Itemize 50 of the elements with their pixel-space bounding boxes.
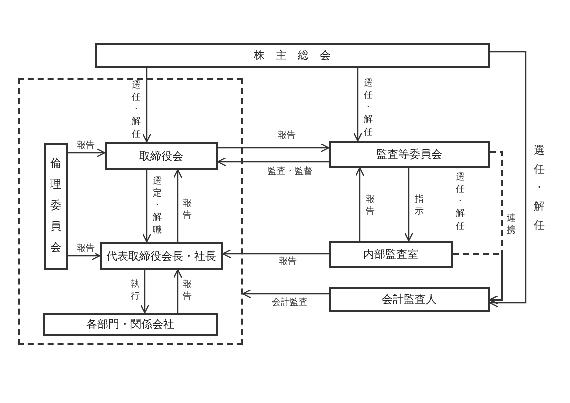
board-box	[105, 142, 218, 170]
edge-label: 選定・解職	[153, 176, 162, 237]
arrow	[142, 68, 152, 143]
edge-label: 報告	[77, 142, 95, 152]
arrow	[68, 148, 106, 158]
edge-label: 報告	[279, 258, 297, 268]
node-title: 監査等委員会	[376, 147, 442, 162]
edge-label: 監査・監督	[268, 168, 313, 178]
edge-label: 指示	[415, 194, 424, 218]
dashed-group-frame	[18, 78, 243, 345]
arrow	[218, 143, 330, 153]
arrow	[489, 51, 527, 308]
arrow	[140, 270, 150, 314]
node-title: 代表取締役会長・社長	[106, 248, 216, 264]
note-label: 選任・解任	[456, 172, 465, 233]
audit-committee-box	[329, 141, 490, 168]
node-title: 取締役会	[140, 148, 184, 164]
arrow	[242, 289, 329, 299]
edge-label: 選任・解任	[534, 143, 545, 234]
arrow	[222, 249, 329, 259]
arrow	[142, 170, 152, 243]
edge-label: 報告	[183, 279, 192, 304]
node-title: 内部監査室	[364, 247, 418, 262]
edge-label: 報告	[183, 198, 192, 222]
arrow	[68, 251, 101, 261]
department-box	[43, 313, 218, 336]
edge-label: 報告	[366, 194, 375, 218]
edge-label: 連携	[507, 213, 516, 238]
dashed-arrow	[453, 253, 503, 305]
edge-label: 選任・解任	[364, 78, 373, 139]
edge-label: 会計監査	[272, 299, 308, 309]
internal-audit-box	[329, 241, 453, 268]
edge-label: 執行	[131, 279, 140, 304]
arrow	[173, 169, 183, 242]
edge-label: 報告	[278, 132, 296, 142]
node-title: 株 主 総 会	[254, 48, 331, 63]
auditor-box	[329, 287, 490, 312]
node-title: 各部門・関係会社	[86, 317, 174, 332]
arrow	[353, 68, 363, 142]
arrow	[173, 269, 183, 313]
node-title: 倫理委員会	[50, 156, 62, 256]
meeting-box	[95, 43, 490, 68]
arrow	[217, 157, 329, 167]
committee-box	[44, 143, 68, 270]
node-title: 会計監査人	[382, 292, 437, 307]
arrow	[404, 168, 414, 242]
edge-label: 選任・解任	[132, 80, 141, 141]
executive-box	[100, 242, 223, 270]
edge-label: 報告	[77, 245, 95, 255]
arrow	[355, 167, 365, 241]
